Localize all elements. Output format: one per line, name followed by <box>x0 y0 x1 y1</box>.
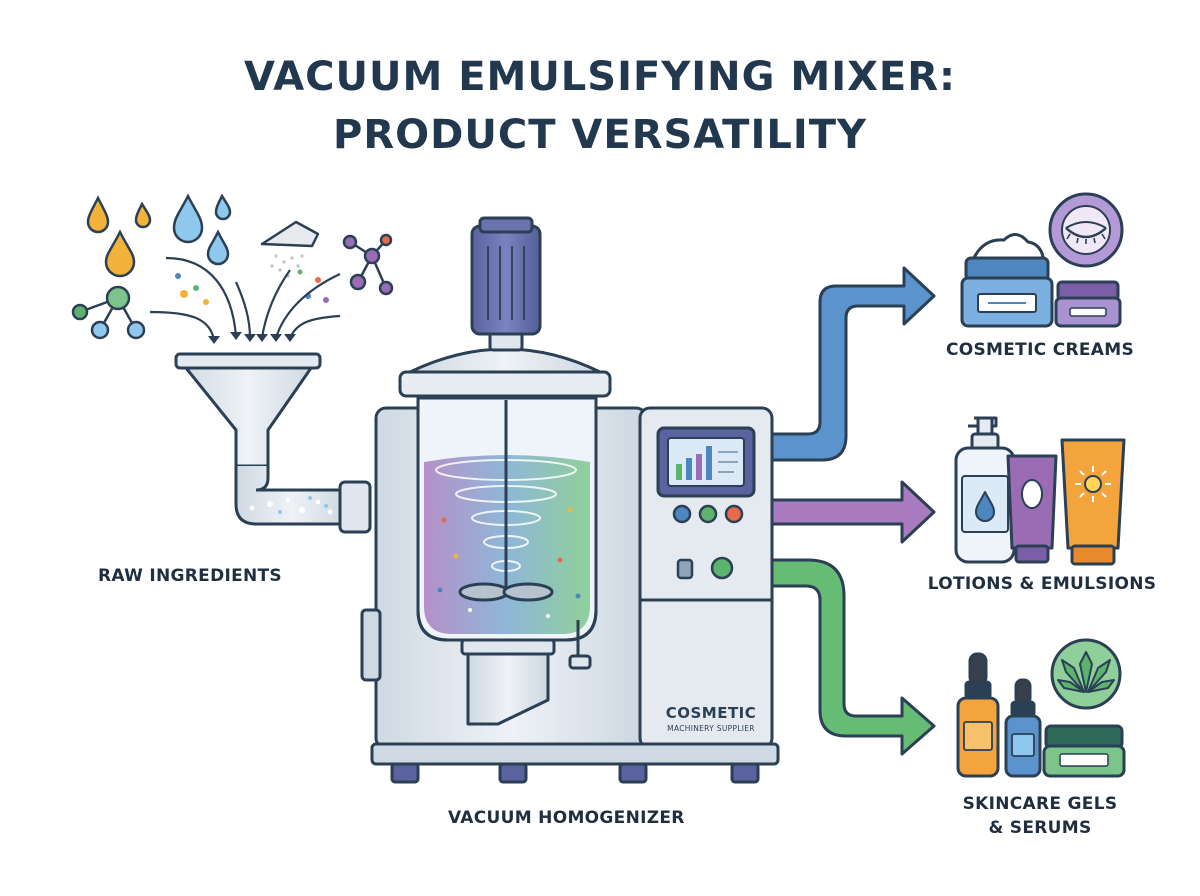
page-title: VACUUM EMULSIFYING MIXER: PRODUCT VERSAT… <box>0 48 1200 164</box>
feed-pipe <box>234 466 372 534</box>
raw-ingredients-group <box>71 193 394 344</box>
skincare-label-line-2: & SERUMS <box>988 818 1092 838</box>
dropper-bottle-icon <box>1004 678 1042 778</box>
tube-icon <box>1006 454 1058 564</box>
vacuum-homogenizer-label: VACUUM HOMOGENIZER <box>448 808 685 828</box>
skincare-gels-serums-label: SKINCARE GELS & SERUMS <box>940 792 1140 840</box>
dropper-bottle-icon <box>956 652 1000 778</box>
output-arrow-serums <box>770 558 936 756</box>
small-jar-icon <box>1054 280 1122 328</box>
output-arrow-creams <box>770 266 936 462</box>
brand-name: COSMETIC <box>665 704 757 722</box>
title-line-1: VACUUM EMULSIFYING MIXER: <box>243 54 957 100</box>
water-drop-icon <box>172 193 232 266</box>
funnel <box>174 352 322 468</box>
pump-bottle-icon <box>954 416 1016 564</box>
raw-ingredients-label: RAW INGREDIENTS <box>98 566 282 586</box>
powder-pile-icon <box>260 220 320 278</box>
brand-tagline: MACHINERY SUPPLIER <box>667 724 755 733</box>
ingredient-particles <box>175 269 329 305</box>
cosmetic-creams-label: COSMETIC CREAMS <box>945 340 1134 360</box>
eye-care-icon <box>1048 192 1124 268</box>
lotions-emulsions-label: LOTIONS & EMULSIONS <box>927 574 1157 594</box>
gel-jar-icon <box>1042 724 1126 778</box>
ingredient-flow-arrows <box>149 256 341 341</box>
vacuum-homogenizer-machine <box>360 216 780 784</box>
aloe-icon <box>1050 638 1122 710</box>
sunscreen-tube-icon <box>1060 438 1126 566</box>
machine-brand-plate: COSMETIC MACHINERY SUPPLIER <box>648 704 774 733</box>
cream-jar-icon <box>960 233 1054 328</box>
molecule-icon <box>342 233 394 296</box>
molecule-icon <box>71 285 146 340</box>
arrow-heads <box>208 332 296 344</box>
oil-drop-icon <box>86 195 152 278</box>
output-arrow-lotions <box>770 480 936 544</box>
title-line-2: PRODUCT VERSATILITY <box>333 112 867 158</box>
skincare-label-line-1: SKINCARE GELS <box>962 794 1118 814</box>
